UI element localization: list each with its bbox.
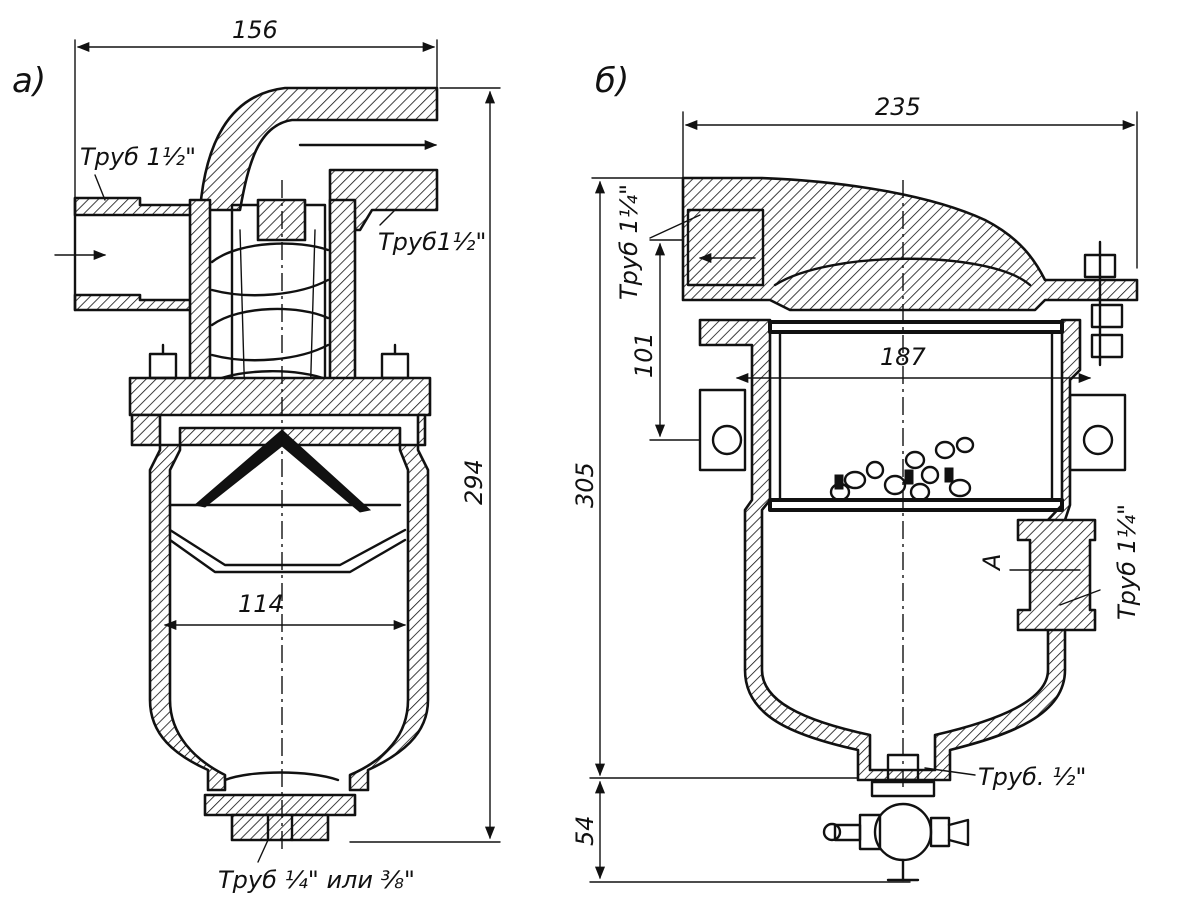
dim-b-bottom-label: 54 — [571, 815, 599, 846]
figure-b: б) 235 305 54 101 — [571, 61, 1141, 883]
dim-a-diameter-label: 114 — [238, 590, 284, 618]
dim-a-height-label: 294 — [460, 459, 488, 505]
section-mark: А — [978, 554, 1006, 572]
outlet-elbow — [198, 86, 439, 212]
callout-a-inlet: Труб 1½" — [80, 143, 196, 171]
callout-b-inlet: Труб 1¼" — [1113, 504, 1141, 620]
filter-rings — [829, 436, 975, 502]
callout-a-outlet: Труб1½" — [378, 228, 486, 256]
dim-a-width-label: 156 — [232, 16, 278, 44]
dim-b-width-label: 235 — [875, 93, 921, 121]
callout-a-drain: Труб ¼" или ⅜" — [218, 866, 415, 894]
inlet-pipe — [73, 196, 202, 217]
dim-b-basket-height-label: 101 — [630, 332, 658, 378]
callout-b-drain: Труб. ½" — [978, 763, 1086, 791]
body-b — [698, 318, 1082, 782]
dim-a-width: 156 — [74, 16, 438, 201]
flange-a — [128, 376, 432, 417]
figure-a: 156 294 а) — [12, 16, 501, 894]
figure-a-label: а) — [12, 61, 46, 101]
dim-b-height-label: 305 — [571, 462, 599, 508]
dim-a-height: 294 — [349, 87, 501, 843]
callout-b-outlet: Труб 1¼" — [615, 184, 643, 300]
figure-b-label: б) — [595, 61, 629, 101]
bowl-a — [130, 413, 430, 792]
inlet-b — [1016, 518, 1097, 632]
filter-basket: 187 — [735, 320, 1092, 512]
cover-b — [681, 176, 1139, 312]
cone-deflector — [168, 429, 407, 574]
